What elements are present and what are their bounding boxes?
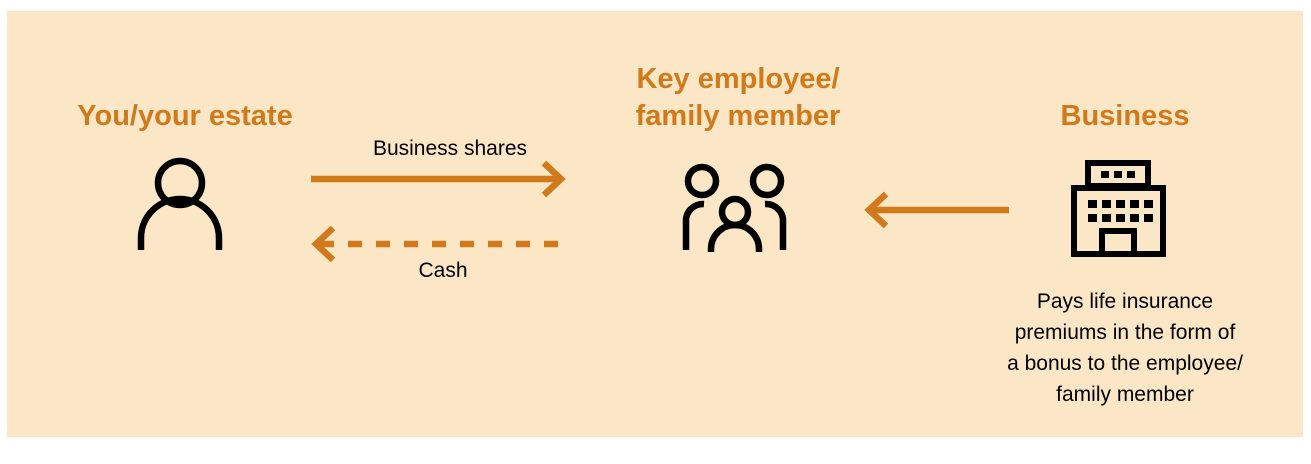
business-shares-label: Business shares (372, 137, 528, 160)
business-note: Pays life insurance premiums in the form… (1000, 286, 1250, 410)
office-building-icon (1071, 160, 1166, 257)
you-title: You/your estate (77, 100, 293, 132)
business-note-line: family member (1056, 383, 1194, 406)
business-shares-arrow (311, 160, 566, 198)
business-note-line: premiums in the form of (1014, 321, 1236, 344)
key-employee-title-line1: Key employee/ (636, 63, 840, 95)
business-note-line: Pays life insurance (1036, 290, 1214, 313)
diagram-background (7, 11, 1303, 437)
person-icon (137, 157, 223, 250)
family-icon (682, 163, 787, 252)
cash-label: Cash (418, 259, 468, 282)
business-title: Business (1060, 100, 1190, 132)
key-employee-title-line2: family member (635, 100, 841, 132)
business-note-line: a bonus to the employee/ (1007, 352, 1243, 375)
cash-arrow (311, 225, 566, 263)
premiums-arrow (864, 191, 1009, 229)
